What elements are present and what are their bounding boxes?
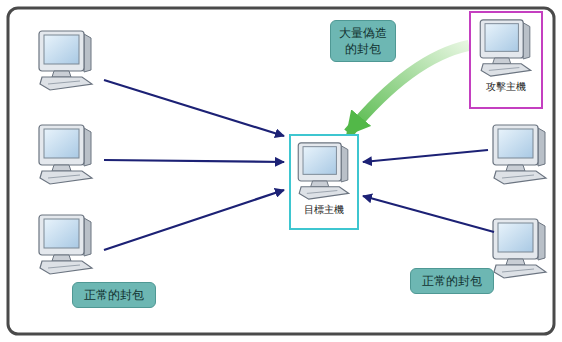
computer-icon [39,31,92,90]
packet-arrow [104,190,284,250]
frame [8,8,554,334]
callout-text: 正常的封包 [79,287,149,303]
computer-icon [295,140,353,202]
packet-arrow [104,80,284,136]
host-label: 攻擊主機 [486,81,526,93]
callout-box: 大量偽造的封包 [330,20,396,62]
packet-arrow [363,196,494,232]
target-host: 目標主機 [289,134,359,230]
attack-host: 攻擊主機 [469,11,543,109]
normal-arrows [104,80,494,250]
computer-icon [39,125,92,184]
computer-icon [477,17,535,79]
callout-box: 正常的封包 [410,268,494,294]
packet-arrow [104,160,284,162]
computer-icon [493,125,546,184]
computer-icon [493,219,546,278]
callout-text: 正常的封包 [417,273,487,289]
host-label: 目標主機 [304,204,344,216]
callout-box: 正常的封包 [72,282,156,308]
callout-text: 大量偽造的封包 [337,25,389,57]
packet-arrow [363,150,488,162]
computer-icon [39,215,92,274]
